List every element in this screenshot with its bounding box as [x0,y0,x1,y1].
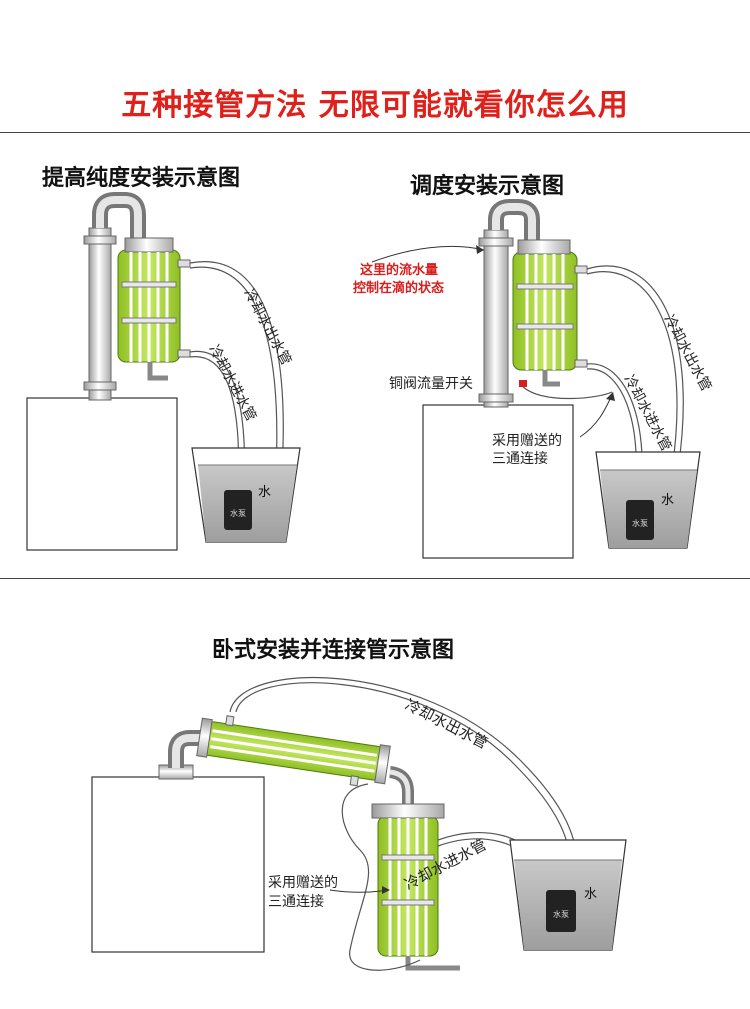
water-port [177,259,191,268]
condenser-tubes [129,252,169,362]
panel-2-title: 调度安装示意图 [410,174,565,199]
main-title: 五种接管方法 无限可能就看你怎么用 [121,88,629,123]
baffle [516,323,574,330]
tee-arrow [579,394,613,438]
panel-2-diagram: 水泵 水 这里的流水量 控制在滴的状态 铜阀流量开关 采用赠送的 三通连接 冷却… [353,199,714,559]
drain-pipe [405,956,460,971]
pump-label: 水泵 [230,508,246,518]
drain-pipe [147,362,168,381]
condenser-tubes [525,254,565,370]
inlet-pipe-label: 冷却水进水管 [620,372,674,454]
baffle [381,854,435,861]
tee-hose [522,386,613,400]
panel-3-title: 卧式安装并连接管示意图 [212,638,455,663]
pump [626,500,654,540]
column-flange [83,381,117,391]
outlet-pipe-label: 冷却水出水管 [402,696,490,753]
column-pipe [88,227,112,401]
panel-1-title: 提高纯度安装示意图 [42,166,241,191]
flow-control-arrow [371,245,485,263]
condenser-cap [124,237,174,253]
water-port [574,265,588,274]
condenser-cap [517,239,571,255]
outlet-hose [189,266,278,471]
tee-label: 三通连接 [492,450,548,467]
water-port [177,349,191,358]
outlet-pipe-label: 冷却水出水管 [240,286,294,368]
valve-label: 铜阀流量开关 [389,376,473,392]
baffle [381,899,435,906]
tee-label: 采用赠送的 [492,433,562,449]
boiler-box [422,404,574,559]
column-flange [478,237,514,247]
boiler-box [91,776,265,953]
condenser-cap [371,803,445,819]
outlet-hose [229,677,579,891]
baffle [516,283,574,290]
elbow-pipe-highlight [96,196,142,238]
arrowhead [476,245,484,254]
water-label: 水 [661,493,674,508]
outlet-hose [586,265,684,471]
water-port [574,359,588,368]
condenser-tubes [388,818,428,956]
column-flange [478,393,514,403]
baffle [121,317,177,324]
inlet-hose [341,783,421,971]
panel-divider [0,578,750,579]
pump-label: 水泵 [553,909,569,919]
column-flange [83,235,117,245]
drain-pipe [542,370,560,387]
outlet-hose [586,271,678,471]
column-pipe [483,229,509,408]
elbow-pipe-highlight [492,203,536,240]
arrowhead [382,886,390,894]
copper-valve [519,380,527,387]
pump-label: 水泵 [632,518,648,528]
horizontal-condenser [196,715,391,787]
flow-control-note: 控制在滴的状态 [353,280,444,296]
top-panel-border [0,132,750,133]
boiler-box [26,397,178,551]
water-label: 水 [258,485,271,500]
flow-control-note: 这里的流水量 [360,262,438,278]
baffle [121,281,177,288]
outlet-hose [235,682,573,891]
elbow-pipe-highlight [172,734,212,768]
pump [546,890,576,932]
tee-label: 采用赠送的 [268,875,338,891]
tee-label: 三通连接 [268,893,324,910]
outlet-pipe-label: 冷却水出水管 [660,312,714,394]
pump [224,490,252,530]
link-pipe-highlight [389,769,411,808]
panel-1-diagram: 水泵 水 冷却水出水管 冷却水进水管 [26,192,301,551]
inlet-pipe-label: 冷却水进水管 [205,342,259,424]
panel-3-diagram: 水泵 水 采用赠送的 三通连接 冷却水出水管 冷却水进水管 [91,677,627,971]
water-label: 水 [584,887,597,902]
arrowhead [606,392,615,401]
outlet-hose [189,261,284,471]
